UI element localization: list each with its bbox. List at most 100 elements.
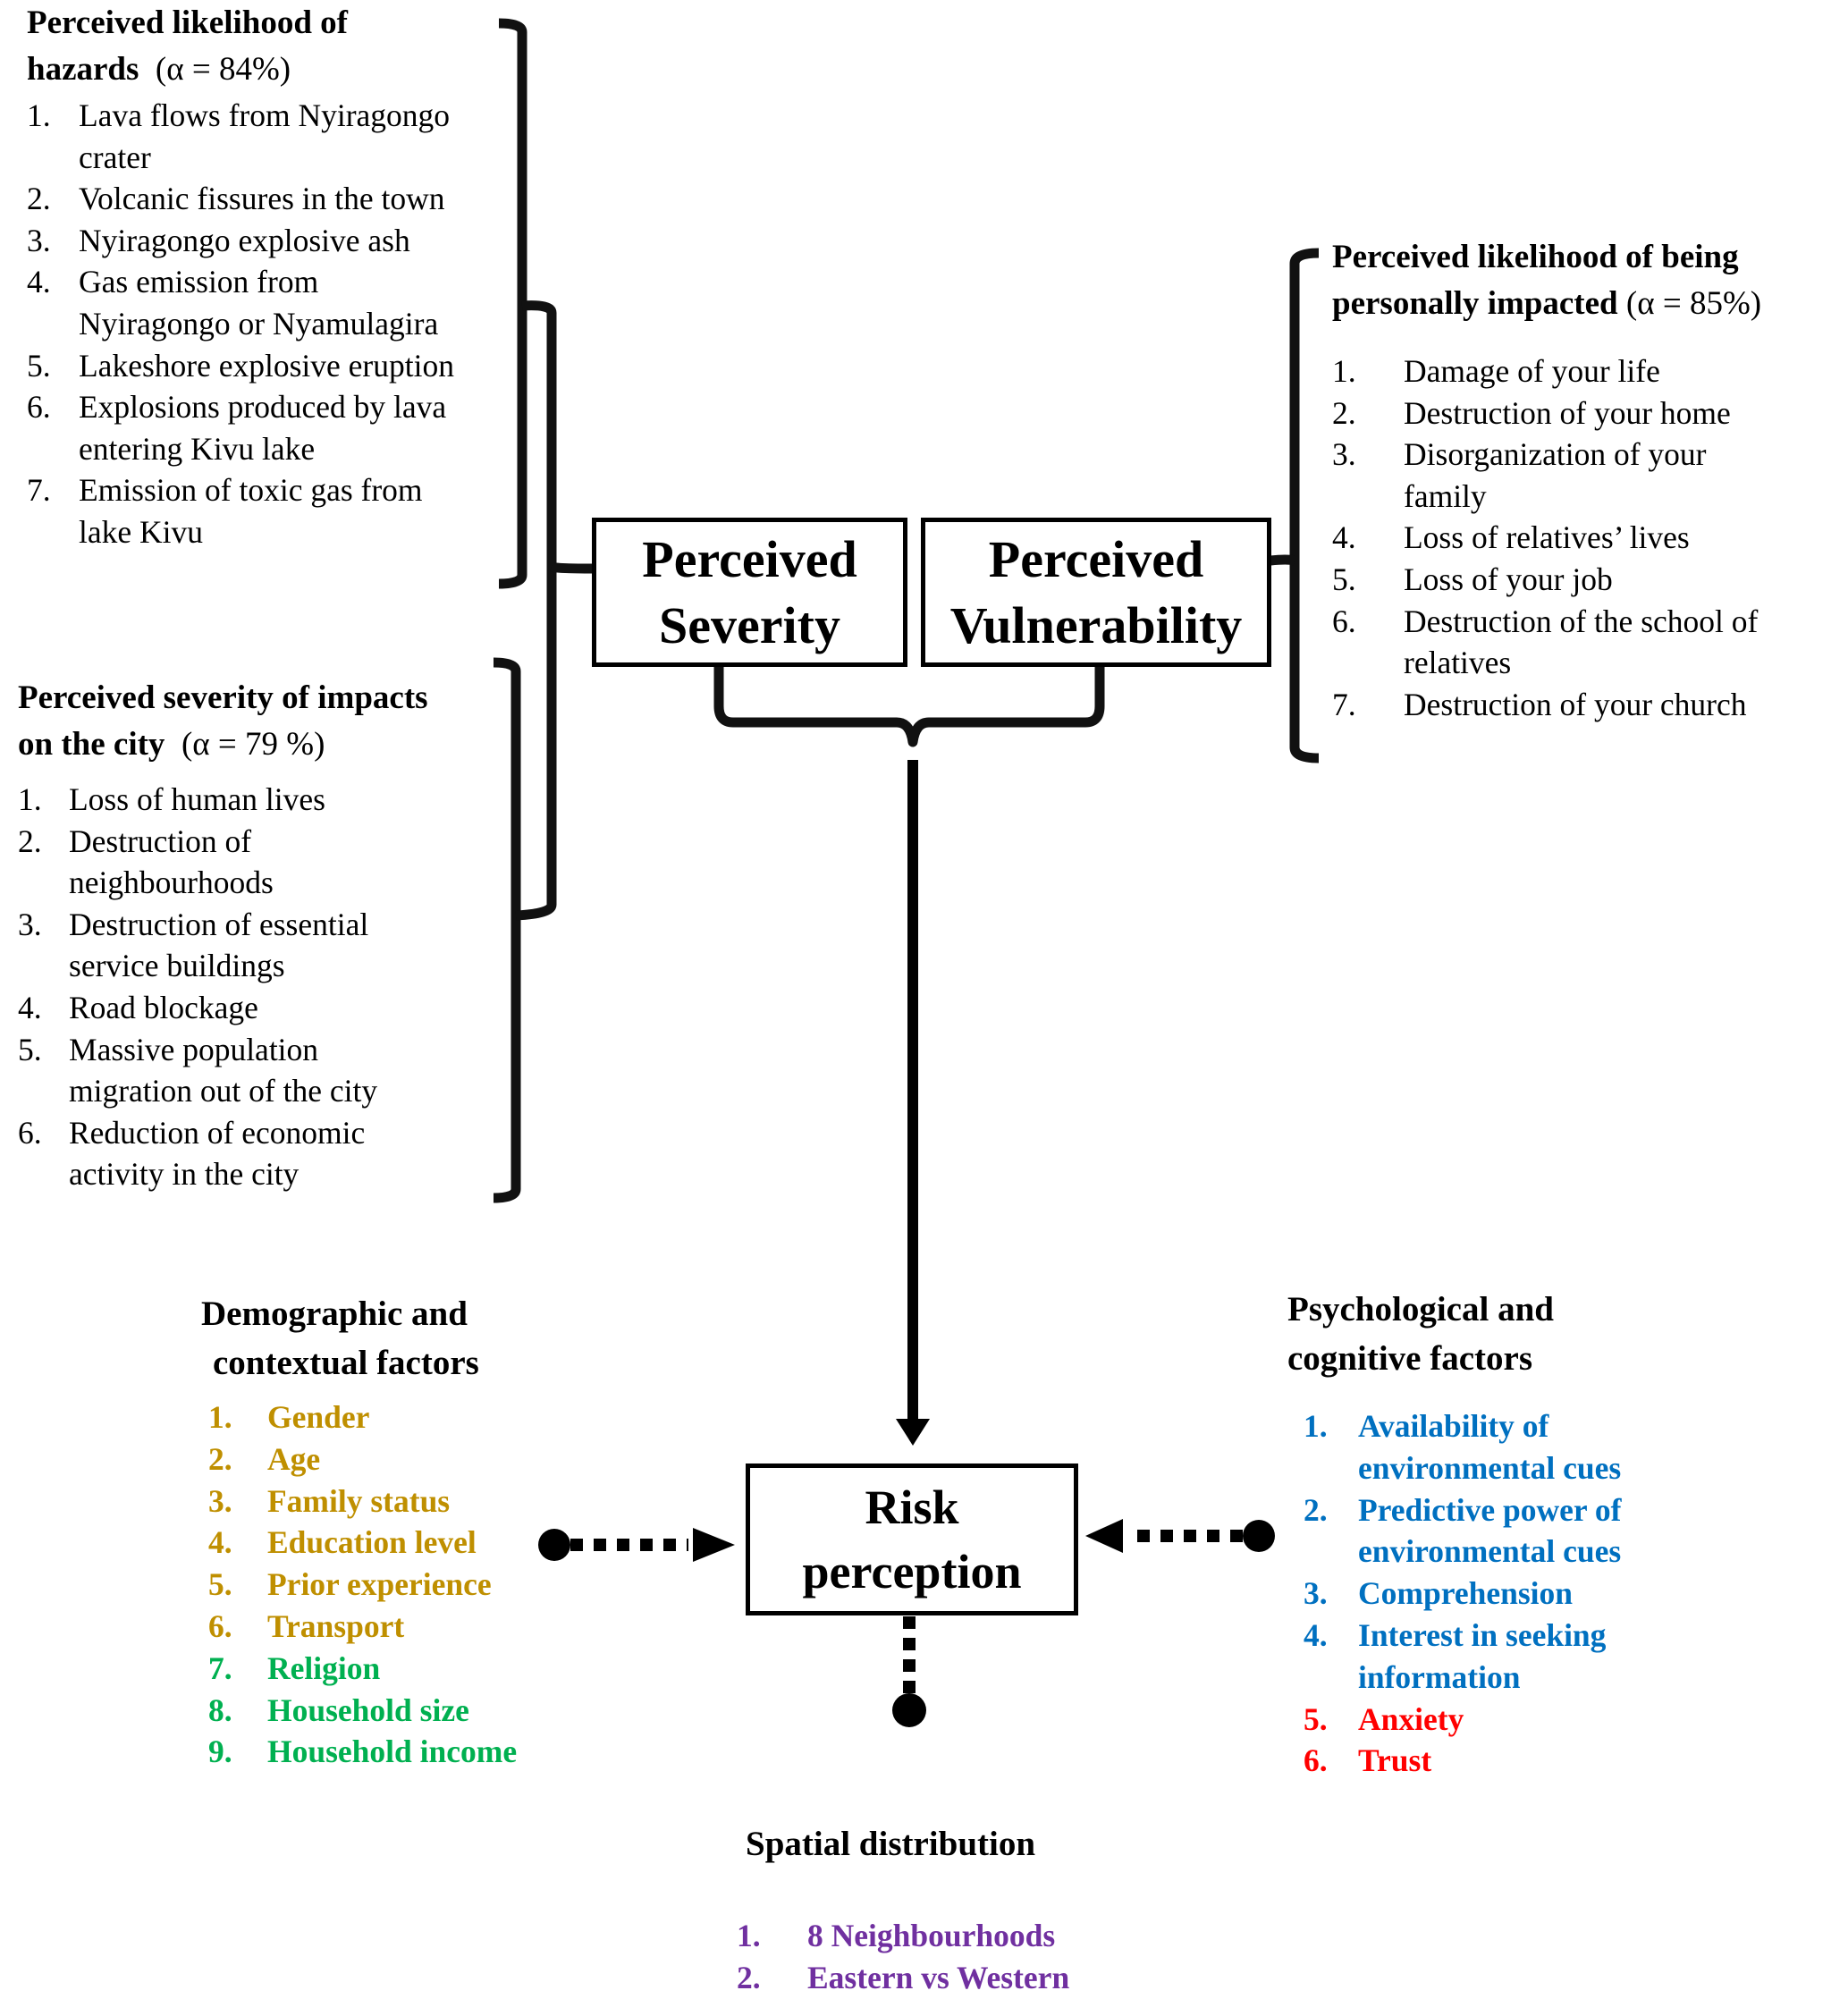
- list-item-text: Comprehension: [1358, 1575, 1573, 1612]
- dot-spatial: [892, 1693, 926, 1727]
- list-item: 3.Nyiragongo explosive ash: [27, 220, 454, 262]
- list-item-number: 5.: [1332, 561, 1356, 597]
- hazards-title-line2: hazards: [27, 51, 139, 88]
- personal-impact-title: Perceived likelihood of being personally…: [1332, 234, 1761, 327]
- list-item-text: Gas emission from: [79, 264, 319, 300]
- dot-psychological: [1243, 1520, 1275, 1552]
- list-item-number: 2.: [1304, 1491, 1328, 1528]
- list-item-text: Explosions produced by lava: [79, 389, 447, 426]
- list-item-text: Household income: [267, 1733, 518, 1770]
- list-item-text: Destruction of your church: [1404, 686, 1747, 722]
- list-item-text: activity in the city: [69, 1156, 300, 1193]
- list-item: 8.Household size: [208, 1690, 517, 1732]
- list-item: 1. Lava flows from Nyiragongo crater: [27, 95, 454, 178]
- node-vulnerability-line1: Perceived: [988, 529, 1204, 588]
- list-item: 1.8 Neighbourhoods: [737, 1915, 1069, 1957]
- list-item-text: Religion: [267, 1649, 381, 1686]
- hazards-panel: Perceived likelihood of hazards (α = 84%…: [27, 0, 454, 553]
- list-item-number: 4.: [1304, 1616, 1328, 1653]
- list-item: 2.Destruction of your home: [1332, 392, 1761, 434]
- personal-impact-alpha: (α = 85%): [1625, 285, 1762, 322]
- node-risk-line2: perception: [802, 1545, 1022, 1598]
- list-item-text: crater: [79, 139, 151, 175]
- arrow-main-head: [896, 1419, 930, 1446]
- list-item-number: 6.: [27, 389, 51, 426]
- list-item-text: information: [1358, 1658, 1521, 1695]
- list-item-text: Prior experience: [267, 1566, 492, 1603]
- list-item-text: Age: [267, 1440, 321, 1477]
- list-item-text: Reduction of economic: [69, 1114, 366, 1151]
- list-item: 4.Education level: [208, 1522, 517, 1564]
- list-item-text: Anxiety: [1358, 1700, 1464, 1737]
- demographic-title-line2: contextual factors: [213, 1344, 479, 1382]
- demographic-title: Demographic and contextual factors: [201, 1289, 517, 1388]
- node-severity-line1: Perceived: [642, 529, 857, 588]
- list-item: 1.Gender: [208, 1396, 517, 1438]
- list-item-text: Eastern vs Western: [807, 1959, 1070, 1995]
- list-item: 7. Destruction of your church: [1332, 684, 1761, 726]
- hazards-title: Perceived likelihood of hazards (α = 84%…: [27, 0, 454, 93]
- list-item-number: 1.: [1304, 1408, 1328, 1444]
- list-item-number: 6.: [18, 1114, 42, 1151]
- list-item-text: Road blockage: [69, 989, 258, 1025]
- list-item-number: 4.: [27, 264, 51, 300]
- list-item-text: lake Kivu: [79, 513, 204, 550]
- list-item-number: 4.: [18, 989, 42, 1025]
- personal-impact-panel: Perceived likelihood of being personally…: [1332, 234, 1761, 725]
- list-item: 6.Trust: [1304, 1740, 1621, 1782]
- list-item: 2.Volcanic fissures in the town: [27, 178, 454, 220]
- list-item-number: 2.: [737, 1959, 761, 1995]
- list-item-text: family: [1404, 477, 1487, 514]
- list-item-text: Volcanic fissures in the town: [79, 181, 445, 217]
- personal-impact-title-line2: personally impacted: [1332, 285, 1618, 322]
- list-item-text: Lakeshore explosive eruption: [79, 347, 454, 384]
- list-item-number: 7.: [1332, 686, 1356, 722]
- list-item-text: Loss of human lives: [69, 781, 325, 817]
- dot-demographic: [538, 1529, 570, 1561]
- node-perceived-vulnerability: Perceived Vulnerability: [921, 518, 1271, 667]
- list-item: 6. Reduction of economic activity in the c…: [18, 1112, 428, 1195]
- list-item-number: 3.: [1332, 436, 1356, 473]
- list-item-text: Nyiragongo or Nyamulagira: [79, 305, 439, 342]
- arrowhead-psychological: [1085, 1519, 1123, 1553]
- node-severity-line2: Severity: [659, 595, 840, 654]
- list-item-text: Massive population: [69, 1031, 319, 1067]
- list-item: 3. Comprehension: [1304, 1573, 1621, 1615]
- personal-impact-title-line1: Perceived likelihood of being: [1332, 239, 1739, 275]
- list-item-text: Lava flows from Nyiragongo: [79, 97, 451, 133]
- list-item-text: Destruction of the school of: [1404, 603, 1759, 639]
- list-item: 4.Loss of relatives’ lives: [1332, 517, 1761, 559]
- list-item: 4. Road blockage: [18, 987, 428, 1029]
- list-item-number: 2.: [1332, 394, 1356, 431]
- demographic-panel: Demographic and contextual factors 1.Gen…: [201, 1289, 517, 1773]
- psychological-title-line1: Psychological and: [1287, 1290, 1554, 1329]
- list-item-number: 3.: [27, 222, 51, 258]
- list-item-number: 6.: [1332, 603, 1356, 639]
- list-item-number: 1.: [27, 97, 51, 133]
- list-item: 5.Loss of your job: [1332, 559, 1761, 601]
- list-item-number: 7.: [208, 1649, 232, 1686]
- list-item-number: 5.: [1304, 1700, 1328, 1737]
- psychological-title: Psychological and cognitive factors: [1287, 1285, 1621, 1383]
- severity-impacts-title-line1: Perceived severity of impacts: [18, 679, 428, 716]
- severity-impacts-panel: Perceived severity of impacts on the cit…: [18, 675, 428, 1195]
- arrowhead-demographic: [693, 1528, 735, 1562]
- list-item-number: 1.: [18, 781, 42, 817]
- list-item-number: 3.: [18, 906, 42, 942]
- list-item-number: 1.: [1332, 353, 1356, 389]
- psychological-title-line2: cognitive factors: [1287, 1339, 1532, 1378]
- list-item-number: 4.: [1332, 519, 1356, 556]
- list-item: 7. Religion: [208, 1648, 517, 1690]
- demographic-title-line1: Demographic and: [201, 1295, 468, 1333]
- list-item-number: 3.: [1304, 1575, 1328, 1612]
- bracket-severity-nub: [549, 561, 593, 574]
- list-item-number: 2.: [18, 822, 42, 859]
- list-item: 1. Loss of human lives: [18, 779, 428, 821]
